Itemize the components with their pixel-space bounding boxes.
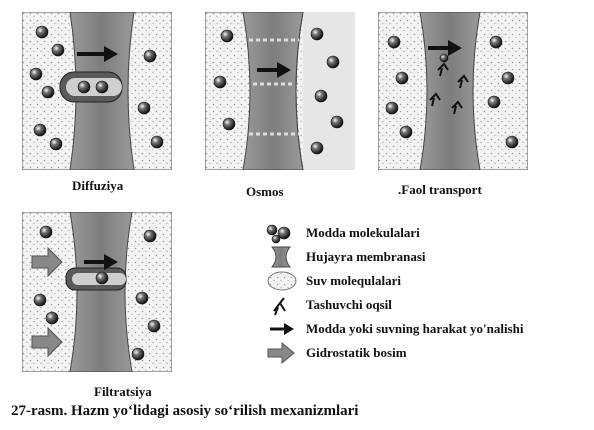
legend: Modda molekulalari Hujayra membranasi Su… xyxy=(262,221,594,365)
diffuziya-panel xyxy=(22,12,172,170)
osmos-panel xyxy=(205,12,355,170)
legend-label-water: Suv molequlalari xyxy=(306,273,401,288)
pressure-arrow-icon xyxy=(262,341,302,365)
legend-label-carrier: Tashuvchi oqsil xyxy=(306,297,392,312)
filtratsiya-label: Filtratsiya xyxy=(94,384,152,399)
legend-label-direction: Modda yoki suvning harakat yo'nalishi xyxy=(306,321,524,336)
direction-arrow-icon xyxy=(262,317,302,341)
legend-row-water: Suv molequlalari xyxy=(262,269,594,293)
legend-row-direction: Modda yoki suvning harakat yo'nalishi xyxy=(262,317,594,341)
filtratsiya-panel xyxy=(22,212,172,372)
diffuziya-label: Diffuziya xyxy=(72,178,124,193)
legend-label-molecule: Modda molekulalari xyxy=(306,225,420,240)
osmos-label: Osmos xyxy=(246,184,284,199)
legend-row-carrier: Tashuvchi oqsil xyxy=(262,293,594,317)
membrane-icon xyxy=(262,245,302,269)
figure-caption: 27-rasm. Hazm yo‘lidagi asosiy so‘rilish… xyxy=(11,403,359,419)
legend-row-pressure: Gidrostatik bosim xyxy=(262,341,594,365)
carrier-protein-icon xyxy=(262,293,302,317)
molecule-icon xyxy=(262,221,302,245)
faol-transport-label: .Faol transport xyxy=(398,182,482,197)
legend-label-pressure: Gidrostatik bosim xyxy=(306,345,407,360)
water-icon xyxy=(262,269,302,293)
legend-row-molecule: Modda molekulalari xyxy=(262,221,594,245)
faol-transport-panel xyxy=(378,12,528,170)
legend-row-membrane: Hujayra membranasi xyxy=(262,245,594,269)
legend-label-membrane: Hujayra membranasi xyxy=(306,249,426,264)
